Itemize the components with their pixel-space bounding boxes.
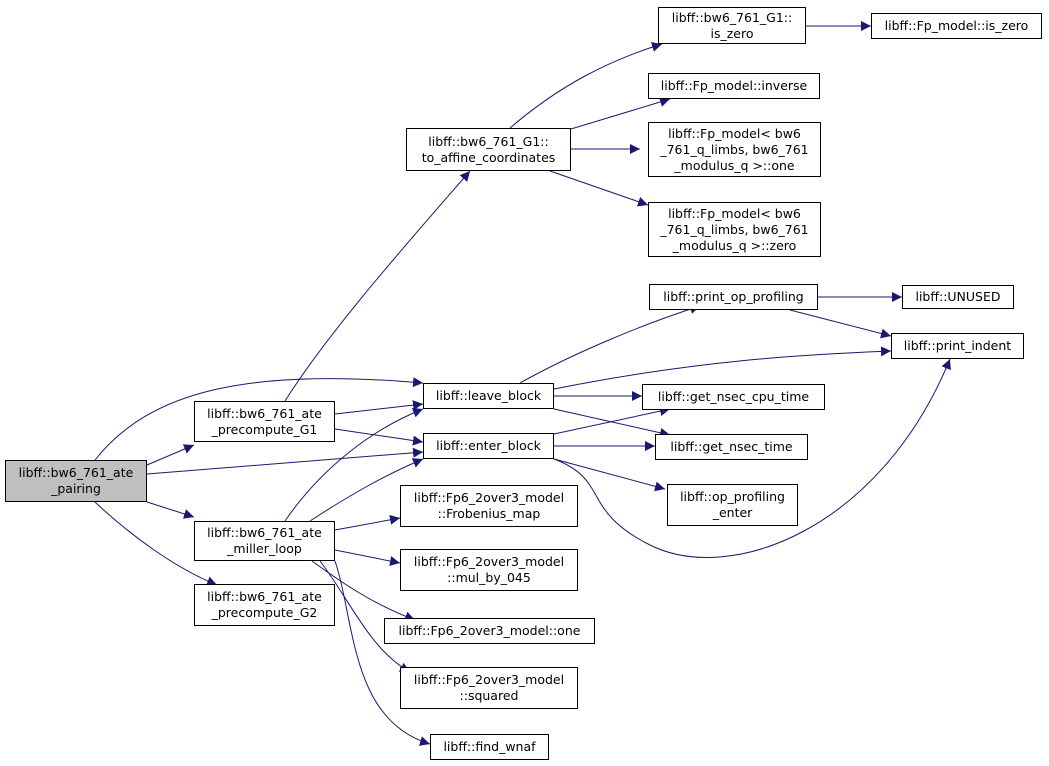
node-label-line: ::mul_by_045 xyxy=(447,570,531,585)
node-bw6-761-ate-precompute-g2[interactable]: libff::bw6_761_ate _precompute_G2 xyxy=(194,584,335,626)
node-bw6-761-g1-is-zero[interactable]: libff::bw6_761_G1:: is_zero xyxy=(658,7,806,44)
node-label-line: libff::Fp_model::is_zero xyxy=(884,18,1029,33)
node-fp-model-is-zero[interactable]: libff::Fp_model::is_zero xyxy=(871,13,1042,39)
node-label-line: libff::Fp6_2over3_model xyxy=(413,554,565,569)
node-label-line: libff::leave_block xyxy=(435,388,542,403)
node-fp6-one[interactable]: libff::Fp6_2over3_model::one xyxy=(384,618,595,644)
node-label-line: libff::bw6_761_ate xyxy=(207,589,322,604)
node-print-indent[interactable]: libff::print_indent xyxy=(891,333,1024,359)
node-leave-block[interactable]: libff::leave_block xyxy=(423,383,554,409)
edge-miller-to-fp6one xyxy=(311,560,416,622)
node-fp6-mul-by-045[interactable]: libff::Fp6_2over3_model ::mul_by_045 xyxy=(400,549,578,591)
edge-miller-to-leave xyxy=(284,408,424,522)
node-label-line: _modulus_q >::one xyxy=(674,157,795,173)
node-label-line: _precompute_G2 xyxy=(211,605,318,620)
node-label-line: _enter xyxy=(712,505,753,520)
node-label-line: libff::Fp6_2over3_model xyxy=(413,490,565,505)
node-fp-model-zero[interactable]: libff::Fp_model< bw6 _761_q_limbs, bw6_7… xyxy=(648,202,821,257)
node-label-line: libff::bw6_761_ate xyxy=(207,525,322,540)
node-label-line: is_zero xyxy=(710,25,754,41)
node-label-line: ::squared xyxy=(459,688,519,703)
edge-enter-to-cpu_time xyxy=(553,406,671,435)
edge-pre_g1-to-to_affine xyxy=(284,170,471,402)
node-label-line: _761_q_limbs, bw6_761 xyxy=(660,141,809,157)
edge-pairing-to-leave xyxy=(94,377,424,461)
node-label-line: libff::Fp6_2over3_model::one xyxy=(398,623,581,638)
node-bw6-761-ate-miller-loop[interactable]: libff::bw6_761_ate _miller_loop xyxy=(194,521,335,561)
node-label-line: libff::find_wnaf xyxy=(443,739,536,754)
node-print-op-profiling[interactable]: libff::print_op_profiling xyxy=(649,284,818,310)
node-label-line: libff::Fp_model< bw6 xyxy=(668,125,801,141)
node-label-line: _precompute_G1 xyxy=(211,421,318,437)
edge-pre_g1-to-leave xyxy=(334,400,424,415)
node-unused[interactable]: libff::UNUSED xyxy=(902,285,1014,309)
edge-enter-to-indent xyxy=(553,358,951,558)
edge-miller-to-wnaf xyxy=(334,560,431,746)
node-label-line: libff::print_indent xyxy=(903,338,1012,353)
node-label-line: libff::Fp6_2over3_model xyxy=(413,672,565,687)
node-label-line: ::Frobenius_map xyxy=(437,506,541,521)
node-find-wnaf[interactable]: libff::find_wnaf xyxy=(430,734,549,760)
edge-print_op-to-indent xyxy=(789,309,892,339)
node-get-nsec-cpu-time[interactable]: libff::get_nsec_cpu_time xyxy=(642,384,825,410)
node-enter-block[interactable]: libff::enter_block xyxy=(423,433,554,459)
node-label-line: _miller_loop xyxy=(227,541,302,556)
node-bw6-761-g1-to-affine-coordinates[interactable]: libff::bw6_761_G1:: to_affine_coordinate… xyxy=(406,128,571,171)
node-label-line: libff::bw6_761_G1:: xyxy=(428,133,549,149)
node-bw6-761-ate-precompute-g1[interactable]: libff::bw6_761_ate _precompute_G1 xyxy=(194,401,335,442)
edge-to_affine-to-fp_inverse xyxy=(570,97,671,130)
edge-pairing-to-pre_g1 xyxy=(146,444,195,466)
edge-pairing-to-miller xyxy=(146,501,195,519)
node-label-line: libff::op_profiling xyxy=(680,489,785,504)
node-get-nsec-time[interactable]: libff::get_nsec_time xyxy=(655,434,808,460)
edge-miller-to-squared xyxy=(319,560,411,673)
edge-enter-to-op_enter xyxy=(553,458,666,492)
node-label-line: libff::get_nsec_time xyxy=(670,439,793,454)
edge-pairing-to-enter xyxy=(146,447,424,475)
node-label-line: libff::bw6_761_G1:: xyxy=(671,9,793,25)
edge-miller-to-enter xyxy=(309,458,424,522)
node-fp-model-one[interactable]: libff::Fp_model< bw6 _761_q_limbs, bw6_7… xyxy=(648,122,821,177)
edge-pre_g1-to-enter xyxy=(334,428,424,446)
node-label-line: _pairing xyxy=(51,481,101,496)
edge-leave-to-print_op xyxy=(519,304,701,384)
node-fp6-squared[interactable]: libff::Fp6_2over3_model ::squared xyxy=(400,667,578,709)
node-bw6-761-ate-pairing: libff::bw6_761_ate _pairing xyxy=(5,460,147,502)
node-op-profiling-enter[interactable]: libff::op_profiling _enter xyxy=(667,484,798,526)
node-label-line: libff::bw6_761_ate xyxy=(18,465,134,480)
node-label-line: libff::get_nsec_cpu_time xyxy=(657,389,810,404)
edge-leave-to-indent xyxy=(553,346,892,390)
node-fp6-frobenius-map[interactable]: libff::Fp6_2over3_model ::Frobenius_map xyxy=(400,485,578,527)
node-label-line: libff::bw6_761_ate xyxy=(207,405,322,421)
node-label-line: libff::Fp_model::inverse xyxy=(660,78,808,93)
node-label-line: libff::UNUSED xyxy=(915,289,1001,304)
node-fp-model-inverse[interactable]: libff::Fp_model::inverse xyxy=(648,73,820,99)
edges-layer xyxy=(94,21,951,746)
edge-miller-to-mul045 xyxy=(334,549,401,566)
node-label-line: _761_q_limbs, bw6_761 xyxy=(660,221,809,237)
edge-miller-to-frob xyxy=(334,514,401,531)
node-label-line: to_affine_coordinates xyxy=(421,149,556,165)
edge-to_affine-to-g1_is_zero xyxy=(509,42,663,129)
edge-to_affine-to-fp_zero xyxy=(549,170,649,207)
node-label-line: _modulus_q >::zero xyxy=(672,237,797,253)
edge-pairing-to-pre_g2 xyxy=(94,501,218,586)
node-label-line: libff::print_op_profiling xyxy=(663,289,804,304)
node-label-line: libff::enter_block xyxy=(436,438,541,453)
node-label-line: libff::Fp_model< bw6 xyxy=(668,205,801,221)
